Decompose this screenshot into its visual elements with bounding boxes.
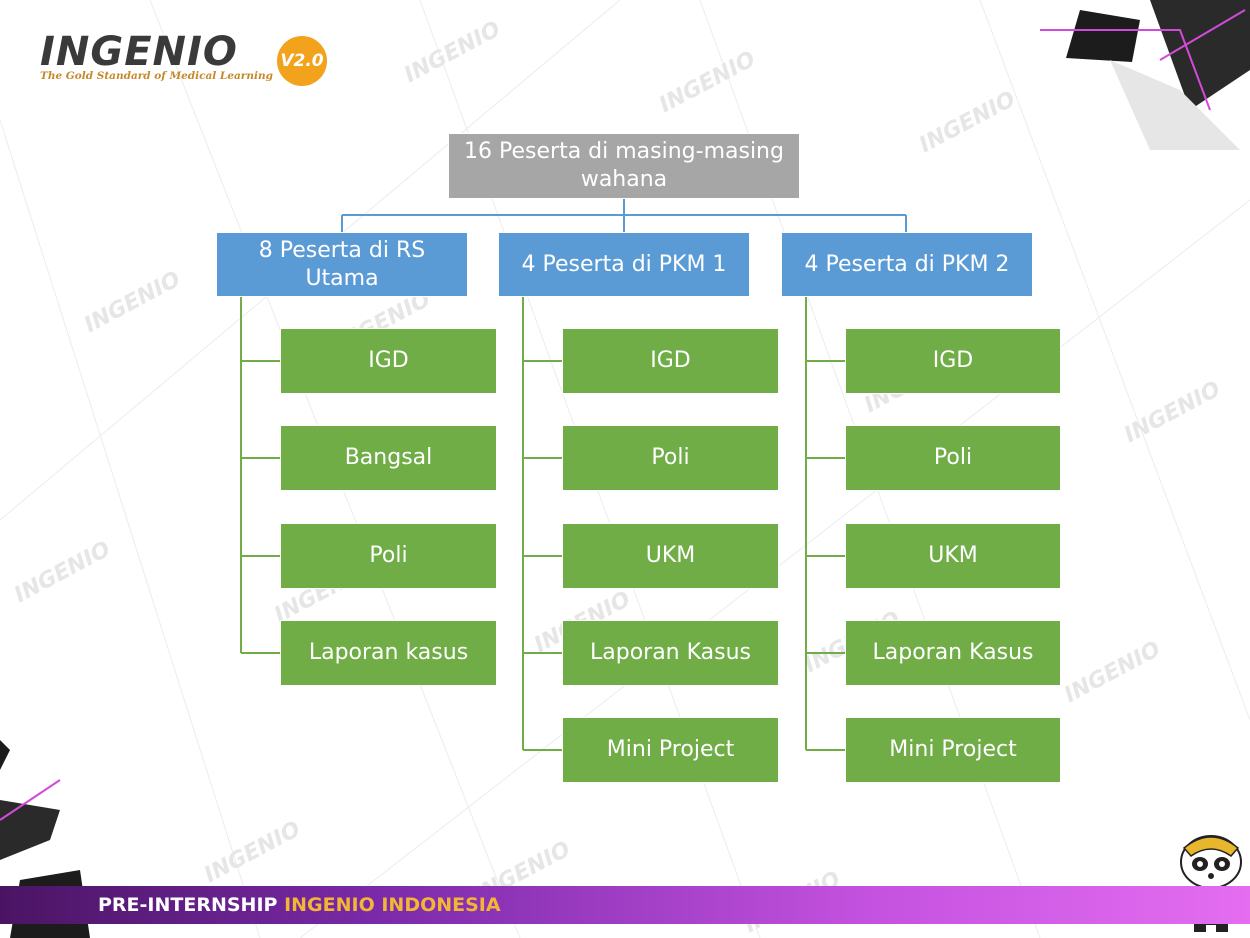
leaf-node: Laporan kasus xyxy=(280,620,497,686)
diagram-root-node: 16 Peserta di masing-masing wahana xyxy=(448,133,800,199)
footer-bar xyxy=(0,886,1250,924)
branch-node-pkm-2: 4 Peserta di PKM 2 xyxy=(781,232,1033,297)
branch-node-rs-utama: 8 Peserta di RS Utama xyxy=(216,232,468,297)
leaf-node: Bangsal xyxy=(280,425,497,491)
leaf-node-label: Laporan Kasus xyxy=(589,640,751,665)
footer-title-part1: PRE-INTERNSHIP xyxy=(98,894,285,916)
leaf-node: UKM xyxy=(845,523,1061,589)
leaf-node-label: Bangsal xyxy=(344,445,433,470)
leaf-node-label: Poli xyxy=(369,543,408,568)
decorative-shapes-top-right xyxy=(1040,0,1250,150)
footer-title: PRE-INTERNSHIP INGENIO INDONESIA xyxy=(98,893,501,917)
root-node-label: 16 Peserta di masing-masing wahana xyxy=(464,139,784,192)
logo-version-badge: V2.0 xyxy=(277,36,327,86)
leaf-node: IGD xyxy=(280,328,497,394)
leaf-node-label: Mini Project xyxy=(889,737,1017,762)
branch-node-label: 4 Peserta di PKM 2 xyxy=(804,251,1010,277)
leaf-node-label: Mini Project xyxy=(606,737,735,762)
leaf-node-label: Poli xyxy=(933,445,973,470)
leaf-node-label: Poli xyxy=(651,445,690,470)
footer-title-part2: INGENIO INDONESIA xyxy=(284,894,501,916)
leaf-node-label: Laporan kasus xyxy=(308,640,469,665)
leaf-node-label: UKM xyxy=(645,543,696,568)
leaf-node: Mini Project xyxy=(562,717,779,783)
leaf-node: Poli xyxy=(280,523,497,589)
logo-wordmark: INGENIO xyxy=(40,29,238,75)
logo-tagline: The Gold Standard of Medical Learning xyxy=(40,70,273,82)
branch-node-label: 8 Peserta di RS Utama xyxy=(258,237,426,291)
leaf-node: Laporan Kasus xyxy=(845,620,1061,686)
leaf-node-label: UKM xyxy=(928,543,978,568)
brand-logo: INGENIO V2.0 The Gold Standard of Medica… xyxy=(40,30,340,90)
leaf-node: UKM xyxy=(562,523,779,589)
leaf-node: Poli xyxy=(845,425,1061,491)
leaf-node: Laporan Kasus xyxy=(562,620,779,686)
branch-node-label: 4 Peserta di PKM 1 xyxy=(521,251,727,277)
leaf-node: Poli xyxy=(562,425,779,491)
leaf-node: IGD xyxy=(845,328,1061,394)
leaf-node: Mini Project xyxy=(845,717,1061,783)
leaf-node: IGD xyxy=(562,328,779,394)
leaf-node-label: IGD xyxy=(368,348,409,373)
branch-node-pkm-1: 4 Peserta di PKM 1 xyxy=(498,232,750,297)
leaf-node-label: IGD xyxy=(932,348,974,373)
leaf-node-label: Laporan Kasus xyxy=(872,640,1034,665)
leaf-node-label: IGD xyxy=(650,348,691,373)
